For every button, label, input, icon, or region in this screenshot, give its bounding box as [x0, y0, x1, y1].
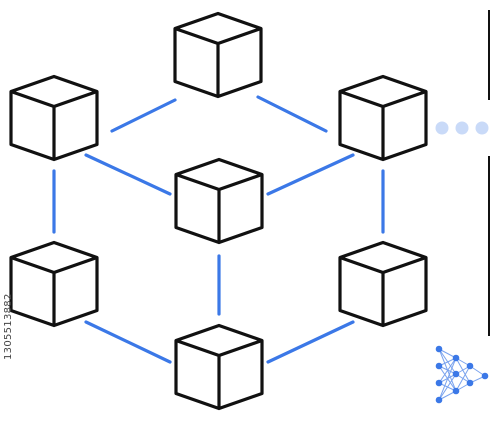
network-node	[435, 345, 443, 353]
cube-top-icon	[173, 11, 263, 99]
network-node	[452, 370, 460, 378]
connector-top-topright	[256, 95, 328, 133]
network-node	[481, 372, 489, 380]
ellipsis-dot	[475, 121, 489, 135]
neural-network-icon	[435, 345, 489, 404]
connector-bottomright-bottom	[266, 320, 355, 364]
network-node	[452, 387, 460, 395]
network-edge	[455, 365, 471, 392]
cube-bottom-left-icon	[9, 240, 99, 328]
connector-topright-center	[266, 153, 355, 196]
network-node	[435, 379, 443, 387]
ellipsis-dots-icon	[435, 121, 489, 135]
network-node	[466, 362, 474, 370]
cube-bottom-right-icon	[338, 240, 428, 328]
connector-topleft-center	[84, 153, 172, 196]
cube-top-left-icon	[9, 74, 99, 162]
network-node	[435, 362, 443, 370]
network-node	[435, 396, 443, 404]
cube-center-icon	[174, 157, 264, 245]
network-edge	[438, 357, 457, 384]
network-node	[466, 379, 474, 387]
ellipsis-dot	[455, 121, 469, 135]
watermark-id: 1305513882	[3, 293, 14, 360]
network-edge	[438, 373, 457, 401]
network-node	[452, 354, 460, 362]
connector-bottomleft-bottom	[84, 320, 172, 364]
ellipsis-dot	[435, 121, 449, 135]
network-edge	[438, 357, 457, 401]
cube-bottom-icon	[174, 323, 264, 411]
cubes	[9, 11, 428, 411]
connector-topleft-top	[110, 98, 177, 133]
cube-top-right-icon	[338, 74, 428, 162]
connectors	[52, 95, 385, 364]
